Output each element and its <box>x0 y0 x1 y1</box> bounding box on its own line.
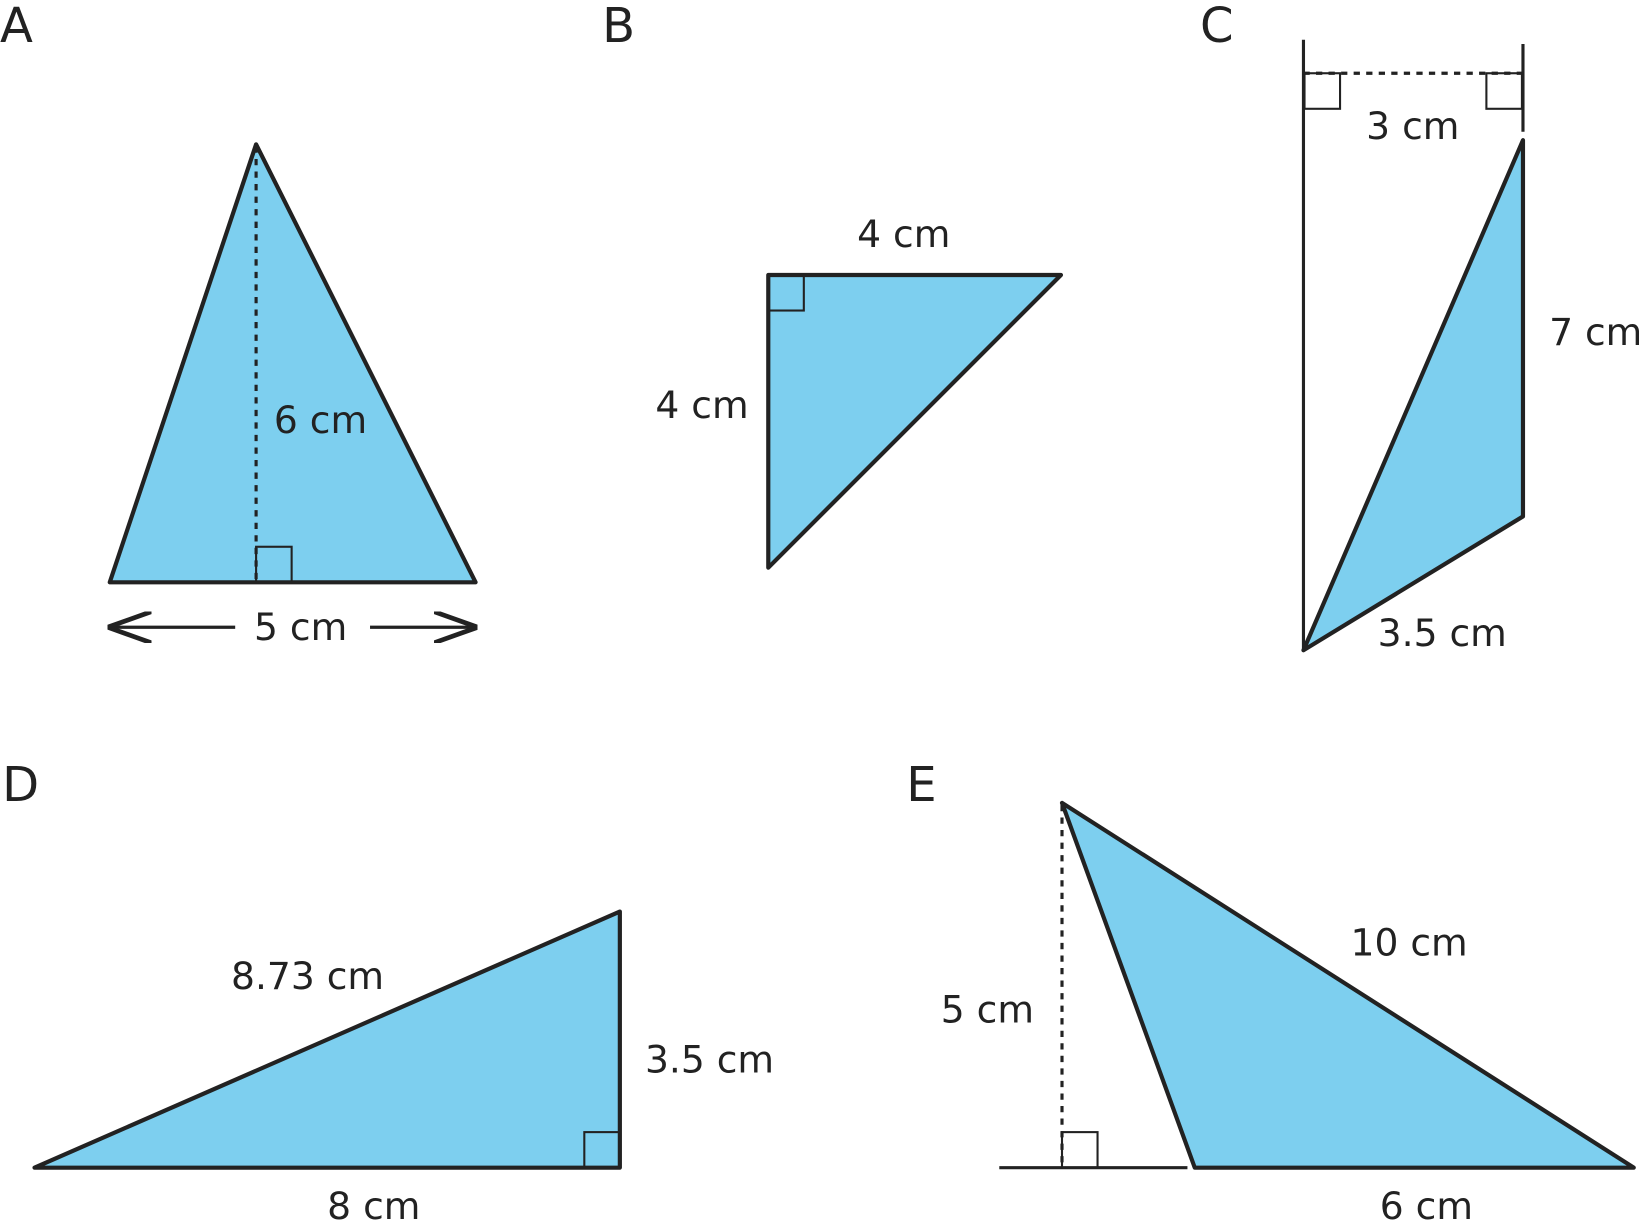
label-height-d: 3.5 cm <box>645 1038 774 1082</box>
label-bottom-c: 3.5 cm <box>1378 611 1507 655</box>
label-side-e: 10 cm <box>1351 920 1468 964</box>
figure-b-letter: B <box>602 0 635 54</box>
label-side-c: 7 cm <box>1549 310 1639 354</box>
triangle-c <box>1301 138 1526 653</box>
figure-d-letter: D <box>2 757 39 813</box>
triangle-a <box>107 142 478 585</box>
figure-e: E 5 cm 10 cm 6 cm <box>906 757 1636 1220</box>
right-angle-mark <box>1485 72 1523 110</box>
label-top-b: 4 cm <box>857 212 950 256</box>
triangle-e <box>1059 800 1636 1170</box>
right-angle-mark <box>583 1131 621 1169</box>
figure-d: D 8.73 cm 3.5 cm 8 cm <box>2 757 774 1220</box>
label-left-b: 4 cm <box>655 383 748 427</box>
figure-a-letter: A <box>0 0 33 54</box>
triangle-b <box>766 272 1064 570</box>
label-base-a: 5 cm <box>254 605 347 649</box>
label-width-c: 3 cm <box>1366 104 1459 148</box>
figure-a: A 6 cm 5 cm <box>0 0 478 649</box>
right-angle-mark <box>1060 1131 1099 1169</box>
right-angle-mark <box>1303 72 1342 110</box>
figure-c-letter: C <box>1200 0 1234 54</box>
figure-e-letter: E <box>906 757 936 813</box>
figure-b: B 4 cm 4 cm <box>602 0 1064 570</box>
right-angle-mark <box>767 273 805 312</box>
label-height-a: 6 cm <box>274 398 367 442</box>
label-base-d: 8 cm <box>327 1184 420 1220</box>
label-hyp-d: 8.73 cm <box>231 954 384 998</box>
right-angle-mark <box>255 545 293 584</box>
figure-c: C 3 cm 7 cm 3.5 cm <box>1200 0 1639 655</box>
label-height-e: 5 cm <box>941 987 1034 1031</box>
label-base-e: 6 cm <box>1380 1184 1473 1220</box>
triangle-d <box>32 909 622 1170</box>
